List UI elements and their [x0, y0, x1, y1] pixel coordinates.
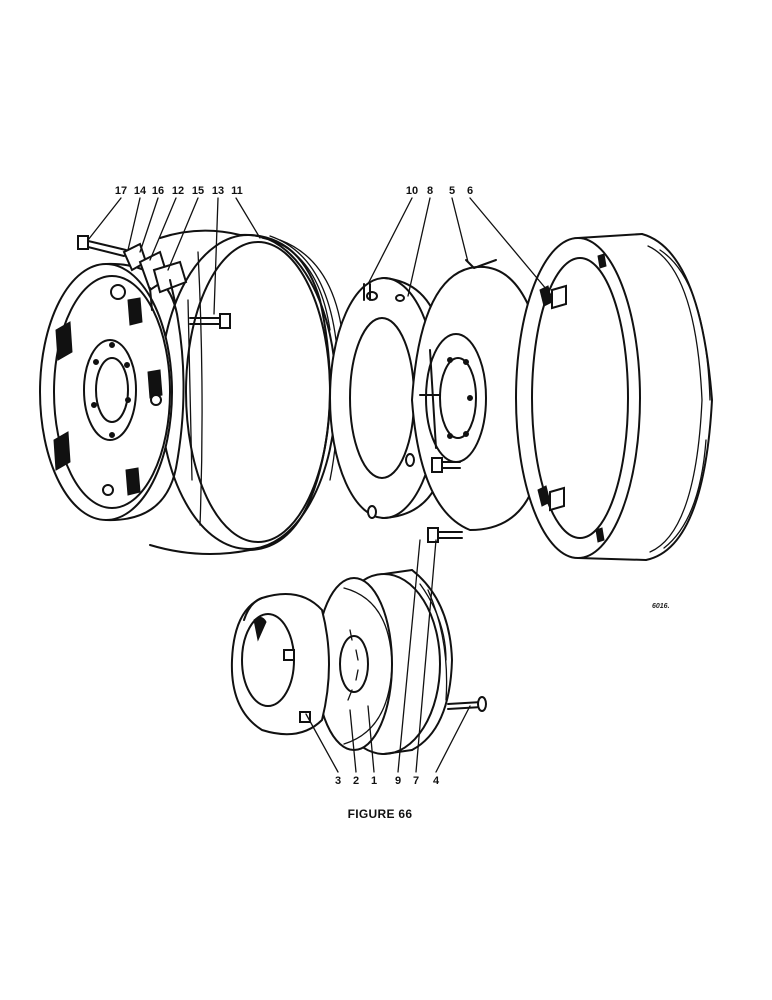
callout-13: 13	[212, 185, 224, 197]
callout-4: 4	[433, 775, 440, 787]
bolt-17	[77, 235, 127, 257]
figure-caption: FIGURE 66	[348, 807, 413, 821]
callout-17: 17	[115, 185, 127, 197]
callout-2: 2	[353, 775, 359, 787]
callout-14: 14	[134, 185, 147, 197]
clamp-assembly-14-16-12-15	[122, 242, 188, 311]
callout-3: 3	[335, 775, 341, 787]
callout-11: 11	[231, 185, 243, 197]
callout-labels-top-right: 10 8 5 6	[406, 185, 473, 197]
callout-12: 12	[172, 185, 184, 197]
callout-5: 5	[449, 185, 455, 197]
right-wheel-rim-6	[515, 233, 713, 561]
callout-8: 8	[427, 185, 433, 197]
wheel-weight-3	[230, 593, 330, 736]
bolt-9	[431, 457, 461, 473]
callout-6: 6	[467, 185, 473, 197]
callout-labels-top-left: 17 14 16 12 15 13 11	[115, 185, 243, 197]
bolt-13	[189, 313, 231, 329]
leader-lines	[87, 197, 553, 773]
callout-16: 16	[152, 185, 164, 197]
stud-10	[363, 283, 371, 301]
callout-1: 1	[371, 775, 377, 787]
weight-embossed-lettering	[347, 629, 359, 701]
bolt-4	[447, 696, 487, 712]
callout-9: 9	[395, 775, 401, 787]
drawing-code: 6016.	[652, 603, 670, 610]
callout-15: 15	[192, 185, 204, 197]
bolt-7	[427, 527, 463, 543]
callout-7: 7	[413, 775, 419, 787]
callout-10: 10	[406, 185, 418, 197]
left-wheel-centre-disc	[39, 262, 185, 522]
callout-labels-bottom: 3 2 1 9 7 4	[335, 775, 440, 787]
